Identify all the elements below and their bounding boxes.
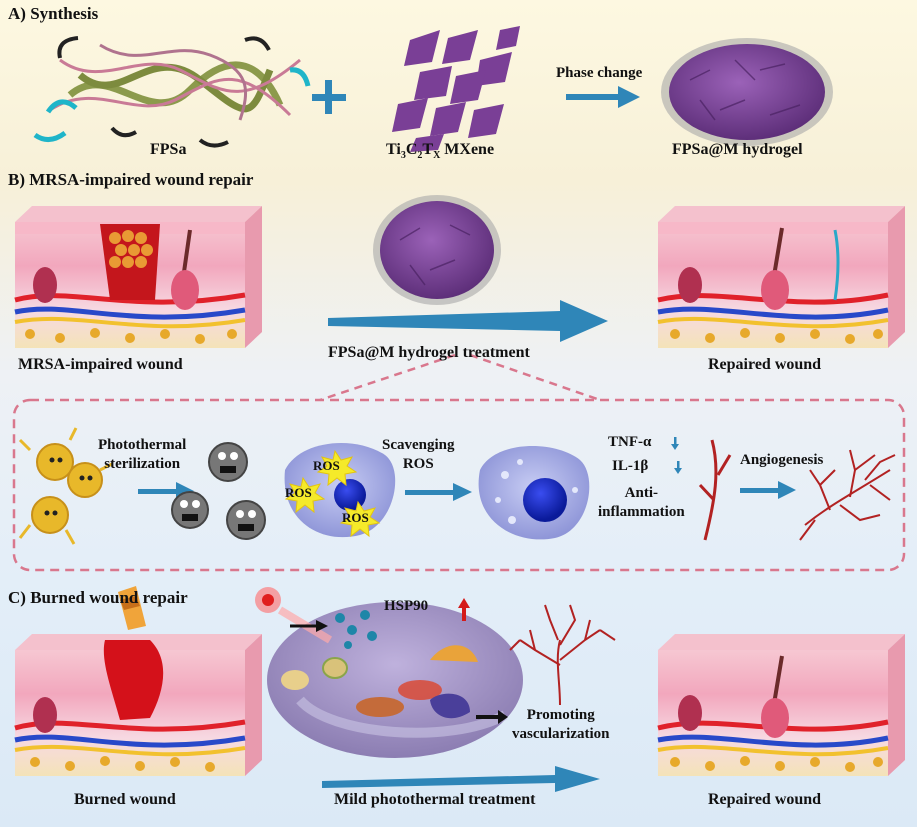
- mxene-sub-2: 2: [417, 150, 423, 162]
- vessel-network-graphic: [799, 449, 896, 541]
- dashed-connector: [319, 353, 601, 402]
- repaired-wound-caption-c: Repaired wound: [708, 791, 822, 808]
- fpsa-label: FPSa: [150, 141, 187, 158]
- mxene-sub-3: 3: [400, 150, 406, 162]
- promoting-line-2: vascularization: [512, 726, 610, 742]
- hsp90-label: HSP90: [384, 598, 429, 614]
- photothermal-label: Photothermal sterilization: [98, 436, 186, 474]
- down-arrows: [671, 437, 682, 474]
- anti-inflammation-label: Anti- inflammation: [598, 484, 685, 522]
- mxene-flakes-graphic: [392, 26, 520, 152]
- photothermal-line-1: Photothermal: [98, 437, 187, 453]
- section-a-title: A) Synthesis: [8, 4, 99, 23]
- mxene-label: Ti3C2TX MXene: [386, 141, 494, 161]
- burned-wound-caption: Burned wound: [74, 791, 176, 808]
- hydrogel-a-graphic: [661, 38, 833, 146]
- mrsa-wound-skin-graphic: [14, 206, 262, 348]
- il-label: IL-1β: [612, 458, 649, 474]
- hydrogel-b-graphic: [373, 195, 501, 305]
- hydrogel-treatment-caption: FPSa@M hydrogel treatment: [328, 344, 530, 361]
- angiogenesis-arrow: [740, 481, 796, 499]
- scavenging-line-2: ROS: [402, 456, 434, 472]
- ros-label-3: ROS: [342, 510, 369, 525]
- treatment-arrow-c: [322, 766, 600, 792]
- ros-label-2: ROS: [285, 485, 312, 500]
- fpsa-polymer-graphic: [33, 36, 311, 148]
- scavenging-label: Scavenging ROS: [382, 436, 455, 474]
- mechanism-dashed-box: [12, 398, 906, 572]
- vessel-c-graphic: [509, 604, 616, 706]
- burned-treatment-cell-graphic: [255, 587, 523, 758]
- phase-change-label: Phase change: [556, 65, 643, 81]
- photothermal-line-2: sterilization: [104, 456, 181, 472]
- promoting-line-1: Promoting: [526, 707, 595, 723]
- tnf-label: TNF-α: [608, 434, 652, 450]
- repaired-wound-skin-c-graphic: [657, 634, 905, 776]
- mxene-tail: MXene: [440, 141, 495, 158]
- mild-photothermal-caption: Mild photothermal treatment: [334, 791, 536, 808]
- mxene-ti: Ti: [386, 141, 401, 158]
- mxene-sub-x: X: [433, 150, 441, 162]
- treatment-arrow-b: [328, 300, 608, 342]
- promoting-label: Promoting vascularization: [512, 706, 610, 744]
- promoting-arrow: [476, 710, 508, 724]
- healthy-cell-graphic: [478, 446, 590, 540]
- mrsa-bacteria-graphic: [18, 427, 113, 545]
- mrsa-wound-caption: MRSA-impaired wound: [18, 356, 183, 373]
- vessel-left-graphic: [698, 439, 732, 541]
- section-b-title: B) MRSA-impaired wound repair: [8, 170, 254, 189]
- dead-bacteria-graphic: [171, 442, 266, 540]
- phase-change-arrow: [566, 86, 640, 108]
- angiogenesis-label: Angiogenesis: [740, 452, 824, 468]
- plus-sign: [312, 80, 346, 114]
- ros-cell-graphic: [284, 443, 396, 538]
- hydrogel-label: FPSa@M hydrogel: [672, 141, 803, 158]
- burned-wound-skin-graphic: [14, 586, 262, 776]
- mxene-c: C: [405, 141, 418, 158]
- section-c-title: C) Burned wound repair: [8, 588, 188, 607]
- repaired-wound-skin-b-graphic: [657, 206, 905, 348]
- repaired-wound-caption-b: Repaired wound: [708, 356, 822, 373]
- mxene-t: T: [422, 141, 434, 158]
- anti-line-1: Anti-: [624, 485, 658, 501]
- scavenging-arrow: [405, 483, 472, 501]
- ros-label-1: ROS: [313, 458, 340, 473]
- scavenging-line-1: Scavenging: [382, 437, 455, 453]
- anti-line-2: inflammation: [598, 504, 685, 520]
